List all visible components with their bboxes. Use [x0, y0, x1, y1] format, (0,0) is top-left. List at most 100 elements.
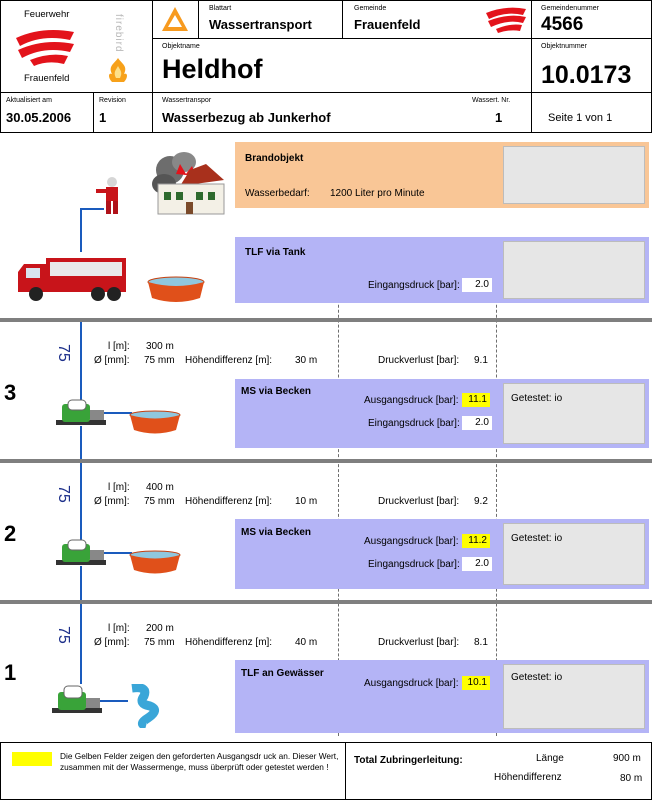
water-source-icon: [131, 684, 159, 728]
section-3-hd-label: Höhendifferenz [m]:: [185, 355, 273, 366]
section-1-l-label: l [m]:: [108, 623, 130, 634]
hose-line: [100, 700, 128, 702]
hose-line: [80, 208, 82, 226]
section-2-notes-box: [503, 523, 645, 585]
section-2-hd-label: Höhendifferenz [m]:: [185, 496, 273, 507]
section-3-title: MS via Becken: [241, 386, 312, 397]
wassertransport-value: Wasserbezug ab Junkerhof: [162, 110, 331, 125]
section-3-dv-label: Druckverlust [bar]:: [378, 355, 460, 366]
fire-brigade-logo-icon: [16, 30, 74, 66]
section-1-ausgang-value: 10.1: [462, 676, 490, 690]
wasserbedarf-label: Wasserbedarf:: [245, 188, 310, 199]
hoehendifferenz-value: 80 m: [620, 773, 643, 784]
pump-icon: [56, 539, 106, 565]
objektnummer-label: Objektnummer: [541, 43, 587, 50]
section-3-d-value: 75 mm: [144, 355, 175, 366]
gemeinde-label: Gemeinde: [354, 5, 387, 12]
yellow-legend-swatch: [12, 752, 52, 766]
section-3-eingang-label: Eingangsdruck [bar]:: [368, 418, 460, 429]
hoehendifferenz-label: Höhendifferenz: [494, 772, 562, 783]
section-1-number: 1: [4, 660, 17, 685]
hose-line: [80, 566, 82, 684]
pump-icon: [56, 399, 106, 425]
section-3-ausgang-label: Ausgangsdruck [bar]:: [364, 395, 459, 406]
objektname-value: Heldhof: [162, 54, 263, 84]
legend-note: Die Gelben Felder zeigen den geforderten…: [60, 751, 339, 772]
section-3-l-value: 300 m: [146, 341, 174, 352]
section-3-eingang-value: 2.0: [462, 416, 492, 430]
water-tank-icon: [129, 410, 181, 434]
section-1-dv-label: Druckverlust [bar]:: [378, 637, 460, 648]
section-2-d-label: Ø [mm]:: [94, 496, 130, 507]
wassertransport-label: Wassertranspor: [162, 97, 212, 104]
aktualisiert-label: Aktualisiert am: [6, 97, 52, 104]
section-1-hd-value: 40 m: [295, 637, 318, 648]
section-3-ausgang-value: 11.1: [462, 393, 490, 407]
section-2-getestet: Getestet: io: [511, 533, 563, 544]
section-1-d-label: Ø [mm]:: [94, 637, 130, 648]
hose-line: [80, 208, 104, 210]
objektnummer-value: 10.0173: [541, 61, 632, 89]
wassert-nr-value: 1: [495, 110, 503, 125]
section-divider: [0, 459, 652, 463]
section-2-l-label: l [m]:: [108, 482, 130, 493]
brandobjekt-notes-box: [503, 146, 645, 204]
hose-line: [104, 552, 132, 554]
hose-line: [80, 222, 82, 252]
section-2-ausgang-value: 11.2: [462, 534, 490, 548]
section-1-title: TLF an Gewässer: [241, 668, 324, 679]
brandobjekt-title: Brandobjekt: [245, 153, 304, 164]
municipality-logo-icon: [486, 7, 526, 33]
section-2-title: MS via Becken: [241, 527, 312, 538]
section-1-hd-label: Höhendifferenz [m]:: [185, 637, 273, 648]
wasserbedarf-value: 1200 Liter pro Minute: [330, 188, 425, 199]
blattart-value: Wassertransport: [209, 17, 312, 32]
section-2-ausgang-label: Ausgangsdruck [bar]:: [364, 536, 459, 547]
section-2-eingang-label: Eingangsdruck [bar]:: [368, 559, 460, 570]
tlf-tank-eingangsdruck-value: 2.0: [462, 278, 492, 292]
fire-truck-icon: [18, 258, 126, 301]
section-3-dv-value: 9.1: [474, 355, 488, 366]
water-tank-icon: [147, 276, 205, 302]
hose-line: [80, 426, 82, 542]
pump-icon: [52, 685, 102, 713]
tlf-tank-title: TLF via Tank: [245, 247, 306, 258]
section-1-ausgang-label: Ausgangsdruck [bar]:: [364, 678, 459, 689]
tlf-tank-notes-box: [503, 241, 645, 299]
section-3-hose-label: 75: [55, 344, 72, 362]
section-divider: [0, 318, 652, 322]
section-2-number: 2: [4, 521, 17, 546]
revision-label: Revision: [99, 97, 126, 104]
section-2-dv-value: 9.2: [474, 496, 488, 507]
gemeindenummer-value: 4566: [541, 14, 584, 35]
section-1-d-value: 75 mm: [144, 637, 175, 648]
section-1-l-value: 200 m: [146, 623, 174, 634]
burning-house-icon: [152, 152, 225, 215]
page-number: Seite 1 von 1: [548, 112, 613, 124]
revision-value: 1: [99, 110, 107, 125]
warning-triangle-icon: [162, 7, 188, 31]
section-2-d-value: 75 mm: [144, 496, 175, 507]
section-2-eingang-value: 2.0: [462, 557, 492, 571]
section-3-l-label: l [m]:: [108, 341, 130, 352]
blattart-label: Blattart: [209, 5, 232, 12]
section-3-d-label: Ø [mm]:: [94, 355, 130, 366]
fire-brigade-name: Frauenfeld: [24, 73, 70, 84]
divider-dashed-1: [338, 240, 339, 736]
section-1-notes-box: [503, 664, 645, 729]
section-2-hd-value: 10 m: [295, 496, 318, 507]
section-3-notes-box: [503, 383, 645, 444]
section-divider: [0, 600, 652, 604]
section-2-l-value: 400 m: [146, 482, 174, 493]
fire-brigade-label: Feuerwehr: [24, 9, 70, 20]
gemeindenummer-label: Gemeindenummer: [541, 5, 599, 12]
section-1-hose-label: 75: [55, 626, 72, 644]
section-2-hose-label: 75: [55, 485, 72, 503]
section-3-number: 3: [4, 380, 17, 405]
water-tank-icon: [129, 550, 181, 574]
laenge-value: 900 m: [613, 753, 641, 764]
laenge-label: Länge: [536, 753, 564, 764]
wassert-nr-label: Wassert. Nr.: [472, 97, 511, 104]
divider-dashed-2: [496, 240, 497, 736]
section-2-dv-label: Druckverlust [bar]:: [378, 496, 460, 507]
